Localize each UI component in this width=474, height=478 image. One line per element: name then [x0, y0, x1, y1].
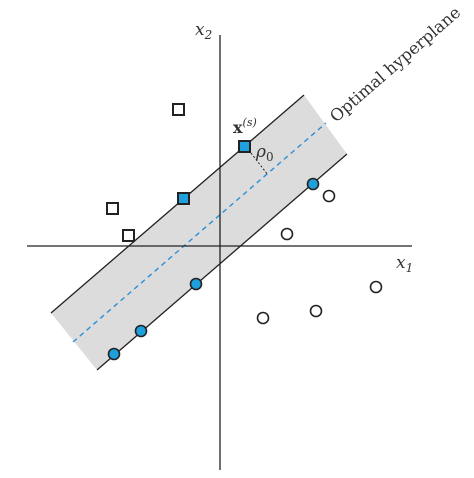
class1-square [122, 229, 135, 242]
class2-circle [309, 304, 323, 318]
support-vector-circle [134, 324, 148, 338]
margin-indicator [250, 152, 269, 176]
optimal-hyperplane-line [72, 122, 327, 343]
support-vector-label: x(s) [233, 116, 257, 137]
class1-square [106, 202, 119, 215]
class2-circle [322, 189, 336, 203]
support-vector-circle [107, 347, 121, 361]
class2-circle [280, 227, 294, 241]
x2-axis-label: x2 [195, 20, 212, 42]
support-vector-square [177, 192, 190, 205]
class2-circle [369, 280, 383, 294]
support-vector-circle [306, 177, 320, 191]
class2-circle [256, 311, 270, 325]
x1-axis-label: x1 [396, 253, 413, 275]
margin-label: ρ0 [255, 142, 274, 164]
support-vector-square-xs [238, 140, 251, 153]
class1-square [172, 103, 185, 116]
support-vector-circle [189, 277, 203, 291]
hyperplane-label: Optimal hyperplane [326, 3, 464, 126]
